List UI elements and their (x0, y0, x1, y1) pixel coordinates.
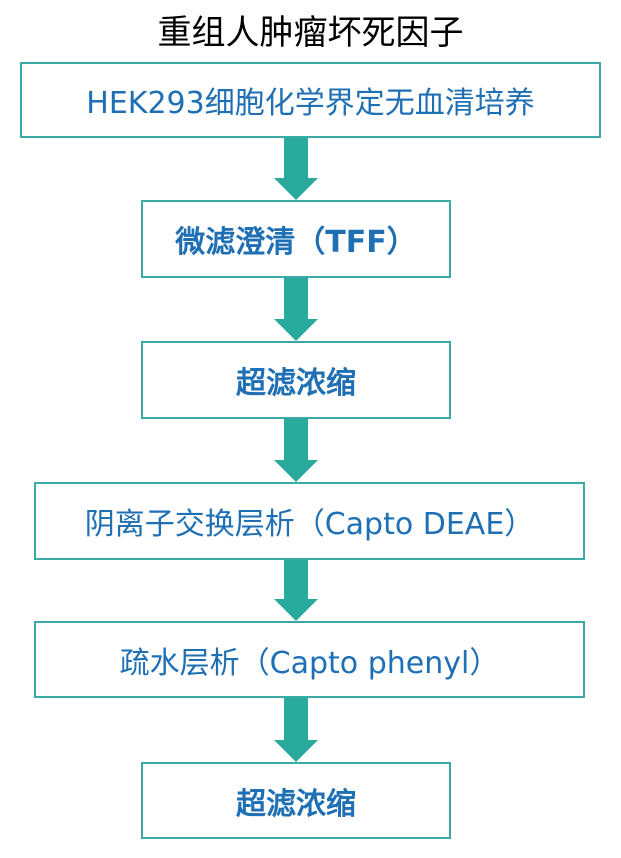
arrow-5-icon (274, 698, 318, 762)
step-2-label: 微滤澄清（TFF） (175, 225, 417, 260)
step-4-label: 阴离子交换层析（Capto DEAE） (84, 507, 535, 542)
step-5-label: 疏水层析（Capto phenyl） (119, 645, 500, 681)
step-3-label: 超滤浓缩 (236, 366, 356, 401)
step-5-hydrophobic-box: 疏水层析（Capto phenyl） (34, 621, 585, 698)
step-1-cell-culture-box: HEK293细胞化学界定无血清培养 (20, 62, 601, 138)
step-6-ultrafiltration-box: 超滤浓缩 (141, 762, 451, 839)
step-4-anion-exchange-box: 阴离子交换层析（Capto DEAE） (34, 482, 585, 560)
step-6-label: 超滤浓缩 (236, 786, 356, 822)
diagram-title: 重组人肿瘤坏死因子 (157, 13, 464, 53)
step-2-microfiltration-box: 微滤澄清（TFF） (141, 200, 451, 278)
step-1-label: HEK293细胞化学界定无血清培养 (86, 86, 535, 121)
arrow-4-icon (274, 560, 318, 621)
arrow-2-icon (274, 278, 318, 341)
step-3-ultrafiltration-box: 超滤浓缩 (141, 341, 451, 419)
arrow-3-icon (274, 419, 318, 482)
arrow-1-icon (274, 138, 318, 200)
